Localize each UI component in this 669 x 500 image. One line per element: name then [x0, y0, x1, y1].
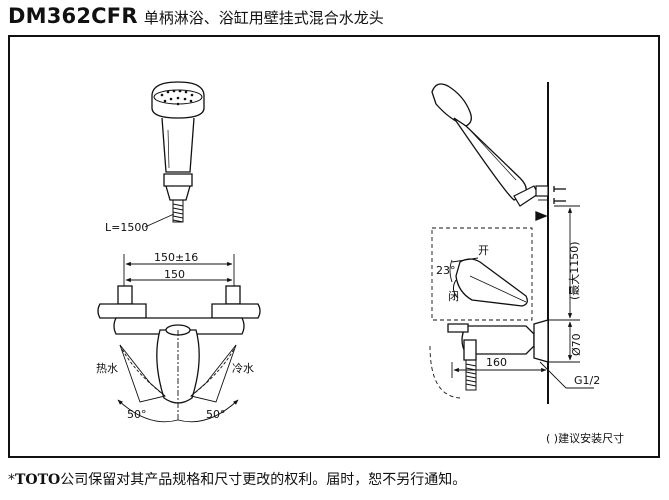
shower-holder-side: [513, 185, 549, 207]
spout-outline: [429, 345, 461, 399]
dimension-160-label: 160: [486, 356, 507, 369]
close-label: 闭: [448, 290, 459, 303]
cold-water-label: 冷水: [232, 362, 254, 375]
side-vertical-dimensions: [548, 205, 580, 363]
hand-shower-front: [151, 81, 205, 201]
open-label: 开: [478, 244, 489, 257]
footer-asterisk: *: [8, 472, 15, 488]
angle-right-label: 50°: [206, 408, 226, 421]
spacing-tolerance-label: 150±16: [154, 251, 198, 264]
lever-side: [452, 258, 528, 307]
lever-angle-label: 23°: [436, 264, 456, 277]
shower-nozzle-dots: [160, 89, 194, 106]
angle-left-label: 50°: [127, 408, 147, 421]
spacing-label: 150: [164, 268, 185, 281]
footer-disclaimer: *TOTO公司保留对其产品规格和尺寸更改的权利。届时，恕不另行通知。: [8, 469, 466, 489]
mixer-body-side: [447, 319, 549, 363]
drawing-frame: [8, 35, 660, 458]
recommended-size-note: ( )建议安装尺寸: [546, 431, 624, 445]
diameter-70-label: Ø70: [570, 333, 583, 356]
model-number: DM362CFR: [8, 4, 138, 28]
thread-label: G1/2: [574, 374, 600, 387]
footer-text: 公司保留对其产品规格和尺寸更改的权利。届时，恕不另行通知。: [60, 472, 467, 488]
hose-side: [465, 360, 477, 391]
screws: [535, 186, 566, 221]
dimension-150-tol: [123, 254, 235, 290]
lever-angle-arc: [449, 257, 479, 283]
max-height-label: (最大1150): [567, 241, 581, 300]
hot-water-label: 热水: [96, 362, 118, 375]
header: DM362CFR 单柄淋浴、浴缸用壁挂式混合水龙头: [8, 4, 384, 34]
installation-envelope: [431, 227, 533, 321]
hose-length-label: L=1500: [105, 221, 148, 234]
side-160-dimension: [451, 362, 547, 378]
mixer-body-front: [97, 285, 261, 404]
thread-leader: [539, 361, 594, 389]
hose-leader-line: [144, 213, 175, 228]
hose-front: [172, 200, 184, 223]
hand-shower-side: [431, 83, 527, 201]
brand-name: TOTO: [15, 472, 61, 488]
product-title: 单柄淋浴、浴缸用壁挂式混合水龙头: [143, 9, 384, 27]
lever-swing-arcs: [117, 330, 239, 423]
